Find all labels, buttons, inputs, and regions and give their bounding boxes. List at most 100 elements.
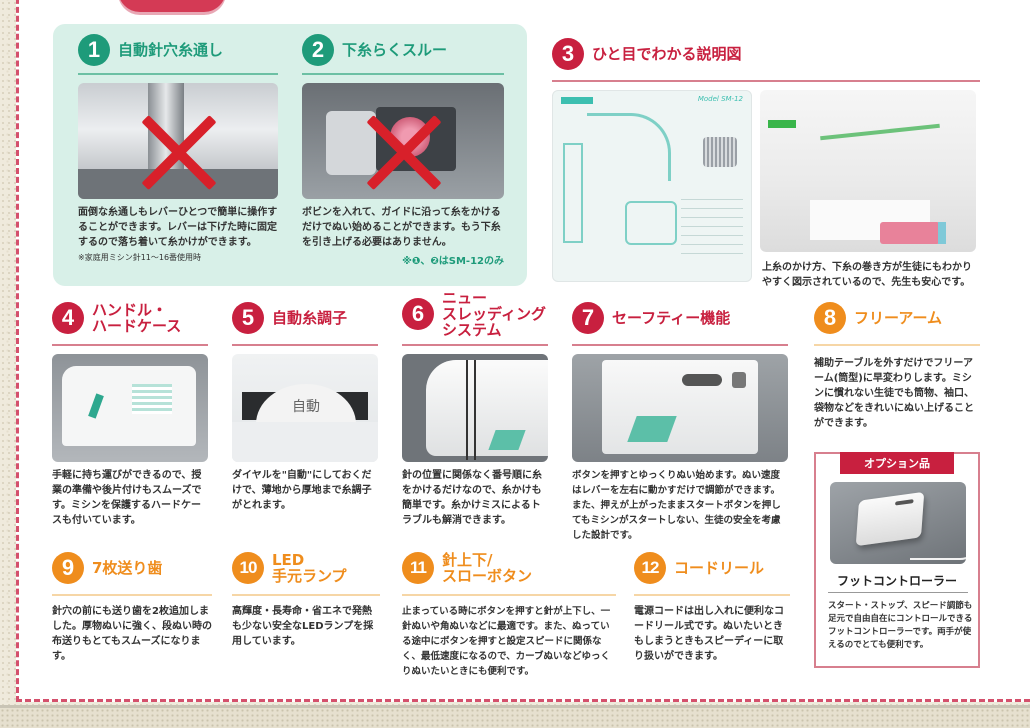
model-note: ※❶、❷はSM-12のみ [402,256,504,267]
diagram-tag [768,120,796,128]
feature-title: セーフティー機能 [612,309,731,327]
thread-line-shape [466,360,468,460]
feature-number-badge: 8 [814,302,846,334]
feature-number-badge: 11 [402,552,434,584]
feature-number-badge: 5 [232,302,264,334]
thread-path-shape [587,113,671,181]
feature-number-badge: 6 [402,298,434,330]
feature-title: 下糸らくスルー [342,41,448,59]
divider [232,594,380,596]
feature-title: 自動針穴糸通し [118,41,224,59]
safety-controls-photo [572,354,788,462]
feature-number-badge: 12 [634,552,666,584]
bobbin-diagram-shape [625,201,677,245]
feature-2-bobbin-easy-through: 2 下糸らくスルー ボビンを入れて、ガイドに沿って糸をかけるだけでぬい始めること… [302,30,504,267]
cord-shape [910,540,966,560]
feature-9-seven-feed-dogs: 9 7枚送り歯 針穴の前にも送り歯を2枚追加しました。厚物ぬいに強く、段ぬい時の… [52,548,212,664]
machine-face-shape [232,422,378,462]
option-foot-controller-box: オプション品 フットコントローラー スタート・ストップ、スピード調節も足元で自由… [814,452,980,668]
option-label: オプション品 [840,452,954,474]
feature-description: ダイヤルを"自動"にしておくだけで、薄地から厚地まで糸調子がとれます。 [232,470,372,511]
bottom-paper-band [0,705,1030,728]
threading-photo [402,354,548,462]
thread-path-shape [563,143,583,243]
diagram-instruction-text [681,199,743,259]
feature-description: 上糸のかけ方、下糸の巻き方が生徒にもわかりやすく図示されているので、先生も安心で… [762,262,972,288]
divider [828,592,968,593]
start-button-shape [732,372,746,388]
sewing-machine-photo [52,354,208,462]
feature-description: 針穴の前にも送り歯を2枚追加しました。厚物ぬいに強く、段ぬい時の布送りもとてもス… [52,606,212,662]
feature-8-free-arm: 8 フリーアーム 補助テーブルを外すだけでフリーアーム(筒型)に早変わりします。… [814,298,980,431]
feature-number-badge: 2 [302,34,334,66]
feature-title: 自動糸調子 [272,309,348,327]
feature-title: 7枚送り歯 [92,559,163,577]
foot-controller-photo [830,482,966,564]
divider [814,344,980,346]
feature-5-auto-thread-tension: 5 自動糸調子 自動 ダイヤルを"自動"にしておくだけで、薄地から厚地まで糸調子… [232,298,378,513]
feature-number-badge: 10 [232,552,264,584]
feature-description: 面倒な糸通しもレバーひとつで簡単に操作することができます。レバーは下げた時に固定… [78,207,278,248]
feature-7-safety-function: 7 セーフティー機能 ボタンを押すとゆっくりぬい始めます。ぬい速度はレバーを左右… [572,298,788,543]
option-title: フットコントローラー [836,574,957,588]
divider [302,73,504,75]
option-description: スタート・ストップ、スピード調節も足元で自由自在にコントロールできるフットコント… [828,601,973,650]
machine-head-shape [426,360,548,456]
thread-line-shape [474,360,476,460]
feature-number-badge: 7 [572,302,604,334]
feature-description: 電源コードは出し入れに便利なコードリール式です。ぬいたいときもしまうときもスピー… [634,606,784,662]
feature-description: ボビンを入れて、ガイドに沿って糸をかけるだけでぬい始めることができます。もう下糸… [302,207,501,248]
feature-11-needle-up-down-slow-button: 11 針上下/ スローボタン 止まっている時にボタンを押すと針が上下し、一針ぬい… [402,548,616,679]
cross-mark-icon [363,111,443,191]
diagram-tag [561,97,593,104]
feature-number-badge: 4 [52,302,84,334]
feature-description: 針の位置に関係なく番号順に糸をかけるだけなので、糸かけも簡単です。糸かけミスによ… [402,470,542,526]
feature-title: ニュー スレッディング システム [442,289,546,339]
divider [552,80,980,82]
threading-diagram-image: Model SM-12 [552,90,752,282]
machine-body-shape [62,366,196,446]
feature-title: フリーアーム [854,309,943,327]
feature-description: 止まっている時にボタンを押すと針が上下し、一針ぬいや角ぬいなどに最適です。また、… [402,606,611,677]
pink-spool-shape [880,222,940,244]
cross-mark-icon [138,111,218,191]
divider [52,594,212,596]
thread-path-shape [820,123,940,141]
spool-shape [703,137,737,167]
control-panel-shape [132,384,172,414]
feature-number-badge: 1 [78,34,110,66]
feature-3-illustrated-guide: 3 ひと目でわかる説明図 Model SM-12 上糸のかけ方、下糸の巻き方が生… [552,34,980,288]
feature-description: 補助テーブルを外すだけでフリーアーム(筒型)に早変わりします。ミシンに慣れない生… [814,358,974,429]
feature-4-handle-hard-case: 4 ハンドル・ ハードケース 手軽に持ち運びができるので、授業の準備や後片付けも… [52,298,208,528]
dial-label: 自動 [292,399,320,415]
needle-threader-photo [78,83,278,199]
feature-1-auto-needle-threader: 1 自動針穴糸通し 面倒な糸通しもレバーひとつで簡単に操作することができます。レ… [78,30,278,263]
machine-diagram-photo [760,90,976,252]
feature-description: 手軽に持ち運びができるので、授業の準備や後片付けもスムーズです。ミシンを保護する… [52,470,202,526]
feature-number-badge: 3 [552,38,584,70]
feature-description: ボタンを押すとゆっくりぬい始めます。ぬい速度はレバーを左右に動かすだけで調節がで… [572,470,781,541]
divider [232,344,378,346]
feature-title: ハンドル・ ハードケース [92,301,182,335]
feature-description: 高輝度・長寿命・省エネで発熱も少ない安全なLEDランプを採用しています。 [232,606,374,647]
feature-title: LED 手元ランプ [272,551,347,585]
divider [52,344,208,346]
feature-10-led-lamp: 10 LED 手元ランプ 高輝度・長寿命・省エネで発熱も少ない安全なLEDランプ… [232,548,380,649]
divider [634,594,790,596]
bobbin-photo [302,83,504,199]
divider [402,344,548,346]
feature-title: コードリール [674,559,765,577]
divider [572,344,788,346]
feature-12-cord-reel: 12 コードリール 電源コードは出し入れに便利なコードリール式です。ぬいたいとき… [634,548,790,664]
feature-title: 針上下/ スローボタン [442,551,533,585]
feature-title: ひと目でわかる説明図 [592,45,742,63]
top-scalloped-badge [118,0,226,12]
divider [78,73,278,75]
tension-dial-photo: 自動 [232,354,378,462]
divider [402,594,616,596]
diagram-model-label: Model SM-12 [697,95,743,103]
speed-slider-shape [682,374,722,386]
feature-footnote: ※家庭用ミシン針11〜16番使用時 [78,253,202,262]
blue-ring-shape [938,222,946,244]
feature-number-badge: 9 [52,552,84,584]
